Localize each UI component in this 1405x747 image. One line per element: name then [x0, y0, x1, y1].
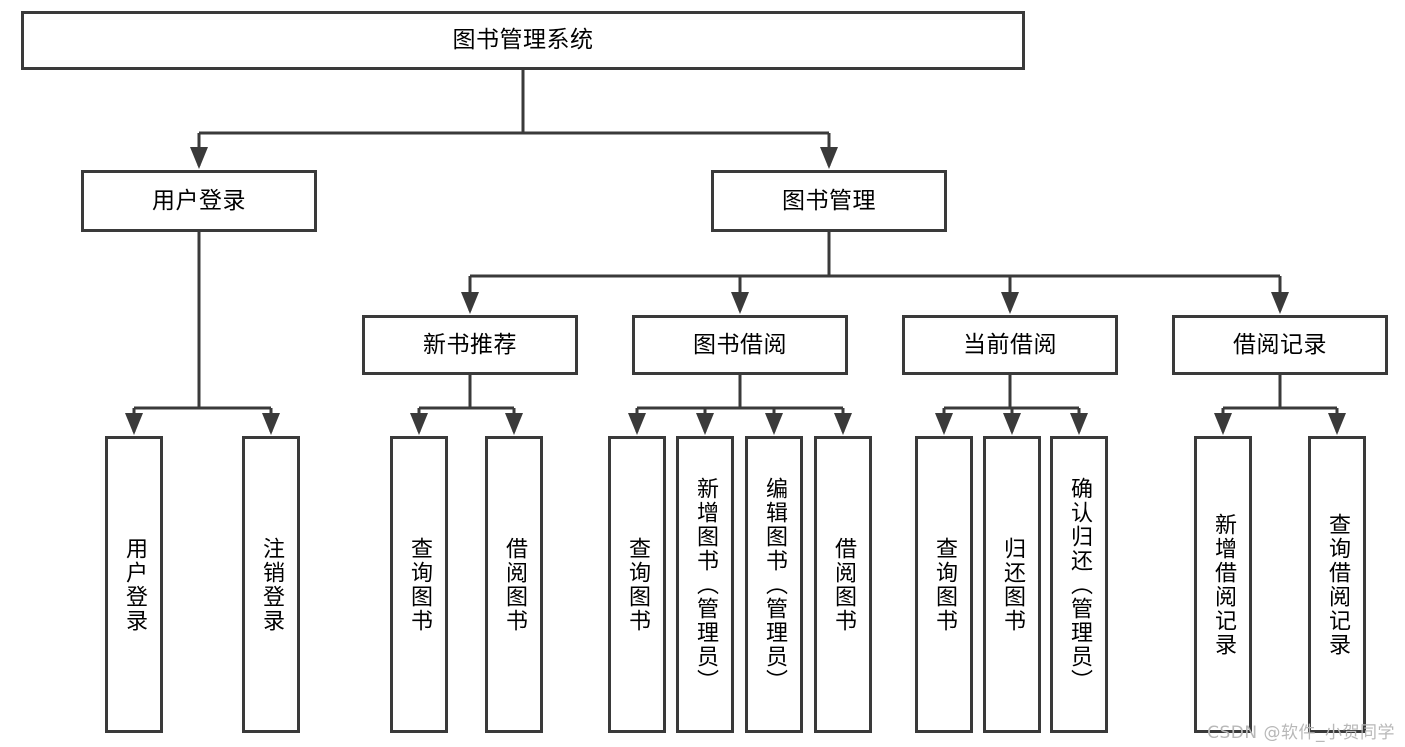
arrow-head: [731, 292, 749, 314]
node-level3-1-box: [632, 315, 848, 375]
node-leaf-12-box: [1308, 436, 1366, 733]
arrow-head: [1328, 413, 1346, 435]
arrow-head: [461, 292, 479, 314]
node-level3-3-box: [1172, 315, 1388, 375]
node-leaf-9-box: [983, 436, 1041, 733]
arrow-head: [410, 413, 428, 435]
arrow-head: [696, 413, 714, 435]
arrow-head: [820, 147, 838, 169]
node-leaf-10-box: [1050, 436, 1108, 733]
arrow-head: [190, 147, 208, 169]
node-leaf-4-box: [608, 436, 666, 733]
arrow-head: [1214, 413, 1232, 435]
arrow-head: [1271, 292, 1289, 314]
arrow-head: [765, 413, 783, 435]
node-level3-0-box: [362, 315, 578, 375]
node-leaf-6-box: [745, 436, 803, 733]
arrow-head: [262, 413, 280, 435]
node-leaf-3-box: [485, 436, 543, 733]
connector-layer: [125, 70, 1346, 435]
node-leaf-1-box: [242, 436, 300, 733]
node-level2-0-box: [81, 170, 317, 232]
node-root-box: [21, 11, 1025, 70]
node-leaf-7-box: [814, 436, 872, 733]
node-level3-2-box: [902, 315, 1118, 375]
node-leaf-0-box: [105, 436, 163, 733]
arrow-head: [1070, 413, 1088, 435]
node-leaf-2-box: [390, 436, 448, 733]
watermark: CSDN @软件_小贺同学: [1207, 723, 1395, 743]
arrow-head: [935, 413, 953, 435]
arrow-head: [505, 413, 523, 435]
arrow-head: [834, 413, 852, 435]
node-leaf-8-box: [915, 436, 973, 733]
node-box-layer: [21, 11, 1388, 733]
arrow-head: [628, 413, 646, 435]
arrow-head: [125, 413, 143, 435]
node-leaf-11-box: [1194, 436, 1252, 733]
node-level2-1-box: [711, 170, 947, 232]
arrow-head: [1003, 413, 1021, 435]
arrow-head: [1001, 292, 1019, 314]
node-leaf-5-box: [676, 436, 734, 733]
